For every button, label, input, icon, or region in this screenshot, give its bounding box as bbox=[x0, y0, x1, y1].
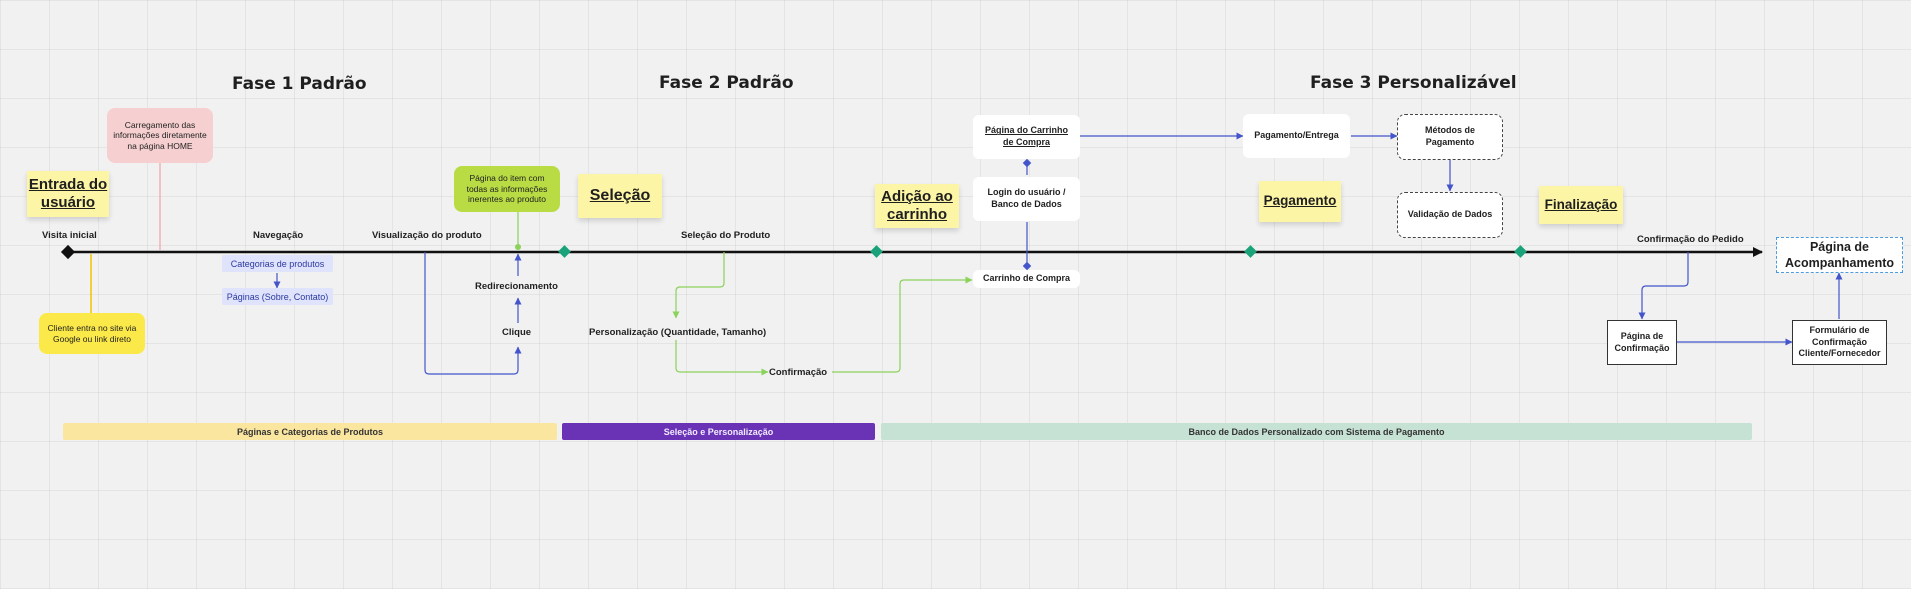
label-clique: Clique bbox=[502, 327, 532, 338]
card-login-usuario[interactable]: Login do usuário / Banco de Dados bbox=[973, 177, 1080, 221]
label-navegacao: Navegação bbox=[253, 230, 304, 241]
connector-confirmacao-carrinho bbox=[832, 276, 973, 373]
lane-selecao-personalizacao: Seleção e Personalização bbox=[562, 423, 875, 440]
note-carregamento[interactable]: Carregamento das informações diretamente… bbox=[107, 108, 213, 163]
label-confirmacao-pedido: Confirmação do Pedido bbox=[1637, 234, 1744, 245]
note-pagina-item[interactable]: Página do item com todas as informações … bbox=[454, 166, 560, 212]
phase-3-title: Fase 3 Personalizável bbox=[1310, 73, 1517, 93]
label-visita-inicial: Visita inicial bbox=[42, 230, 97, 241]
card-pagina-confirmacao[interactable]: Página de Confirmação bbox=[1607, 320, 1677, 365]
sticky-entrada-usuario[interactable]: Entrada do usuário bbox=[27, 171, 109, 217]
sticky-pagamento[interactable]: Pagamento bbox=[1259, 181, 1341, 222]
connector-pagina-item-dot bbox=[515, 244, 521, 250]
sticky-selecao[interactable]: Seleção bbox=[578, 174, 662, 218]
connector-visualizacao-loop bbox=[424, 252, 522, 375]
label-selecao-produto: Seleção do Produto bbox=[681, 230, 771, 241]
connector-personalizacao-confirmacao bbox=[675, 340, 769, 376]
label-personalizacao: Personalização (Quantidade, Tamanho) bbox=[589, 327, 767, 338]
card-pagina-acompanhamento[interactable]: Página de Acompanhamento bbox=[1776, 237, 1903, 273]
pill-categorias[interactable]: Categorias de produtos bbox=[222, 255, 333, 272]
phase-2-title: Fase 2 Padrão bbox=[659, 73, 794, 93]
pill-paginas[interactable]: Páginas (Sobre, Contato) bbox=[222, 288, 333, 305]
connector-selecao-green bbox=[672, 252, 725, 319]
card-formulario-confirmacao[interactable]: Formulário de Confirmação Cliente/Fornec… bbox=[1792, 320, 1887, 365]
label-redirecionamento: Redirecionamento bbox=[475, 281, 558, 292]
sticky-finalizacao[interactable]: Finalização bbox=[1539, 186, 1623, 224]
card-validacao-dados[interactable]: Validação de Dados bbox=[1397, 192, 1503, 238]
label-visualizacao: Visualização do produto bbox=[372, 230, 482, 241]
connector-confirmacao-pedido bbox=[1638, 252, 1689, 320]
phase-1-title: Fase 1 Padrão bbox=[232, 74, 367, 94]
card-carrinho-compra[interactable]: Carrinho de Compra bbox=[973, 270, 1080, 288]
sticky-adicao-carrinho[interactable]: Adição ao carrinho bbox=[875, 184, 959, 228]
card-pagina-carrinho[interactable]: Página do Carrinho de Compra bbox=[973, 115, 1080, 159]
lane-paginas-categorias: Páginas e Categorias de Produtos bbox=[63, 423, 557, 440]
card-metodos-pagamento[interactable]: Métodos de Pagamento bbox=[1397, 114, 1503, 160]
lane-banco-dados: Banco de Dados Personalizado com Sistema… bbox=[881, 423, 1752, 440]
label-confirmacao: Confirmação bbox=[769, 367, 828, 378]
note-cliente-entra[interactable]: Cliente entra no site via Google ou link… bbox=[39, 313, 145, 354]
card-pagamento-entrega[interactable]: Pagamento/Entrega bbox=[1243, 114, 1350, 158]
